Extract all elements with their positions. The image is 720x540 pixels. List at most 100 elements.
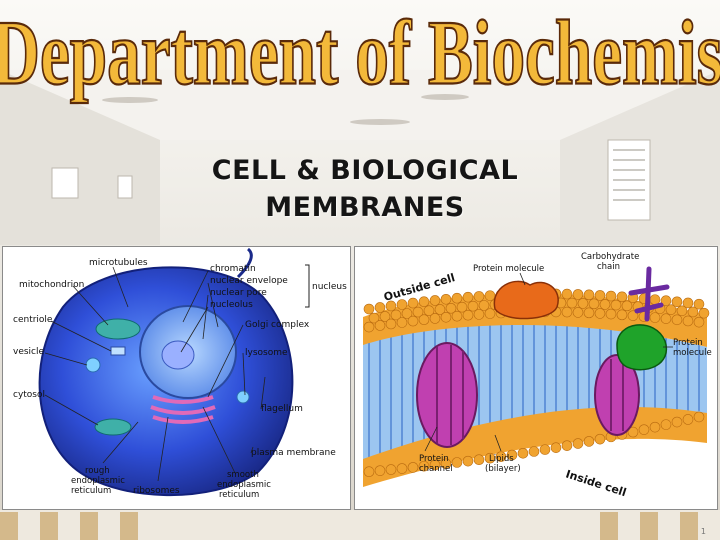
lipid-head bbox=[451, 292, 463, 304]
label-lipids-1: Lipids bbox=[489, 454, 514, 464]
lipid-head bbox=[484, 290, 496, 301]
label-chromatin: chromatin bbox=[210, 264, 256, 274]
lipid-head bbox=[676, 305, 688, 317]
lipid-head bbox=[363, 466, 375, 477]
lipid-head bbox=[566, 297, 578, 309]
label-golgi: Golgi complex bbox=[245, 320, 310, 330]
subtitle-line-1: CELL & BIOLOGICAL bbox=[211, 155, 519, 186]
lipid-head bbox=[440, 458, 452, 470]
label-inside-cell: Inside cell bbox=[564, 467, 628, 499]
lipid-head bbox=[451, 457, 463, 468]
protein-channel-shape bbox=[416, 342, 478, 448]
label-smooth-er-2: endoplasmic bbox=[217, 480, 271, 490]
lipid-head bbox=[539, 444, 551, 455]
lipid-head bbox=[693, 411, 705, 423]
lipid-head bbox=[445, 302, 457, 314]
lipid-head bbox=[385, 464, 397, 475]
membrane-diagram-panel: Protein molecule Carbohydrate chain Outs… bbox=[354, 246, 718, 510]
lipid-head bbox=[594, 433, 606, 445]
lipid-head bbox=[572, 307, 584, 318]
label-carbohydrate-1: Carbohydrate bbox=[581, 252, 639, 262]
lipid-head bbox=[363, 321, 375, 333]
lipid-head bbox=[605, 308, 617, 320]
lipid-head bbox=[418, 314, 430, 326]
lipid-head bbox=[396, 299, 408, 310]
lipid-head bbox=[616, 291, 628, 303]
label-lipids-2: (bilayer) bbox=[485, 464, 521, 474]
lipid-head bbox=[418, 296, 430, 308]
lipid-head bbox=[418, 460, 430, 472]
lipid-head bbox=[385, 300, 397, 312]
leader-lines bbox=[44, 266, 266, 482]
carbohydrate-chain-shape bbox=[628, 266, 670, 322]
lipid-head bbox=[671, 296, 683, 308]
lipid-head bbox=[649, 421, 661, 433]
lipid-head bbox=[588, 298, 600, 310]
lipid-head bbox=[423, 305, 435, 317]
label-mitochondrion: mitochondrion bbox=[19, 280, 84, 290]
lipid-head bbox=[616, 309, 628, 321]
label-lysosome: lysosome bbox=[245, 348, 288, 358]
label-smooth-er-3: reticulum bbox=[219, 490, 259, 500]
lipid-head bbox=[429, 313, 441, 324]
lipid-head bbox=[671, 416, 683, 428]
lipid-head bbox=[687, 306, 699, 318]
lipid-head bbox=[594, 308, 606, 319]
label-nuclear-envelope: nuclear envelope bbox=[210, 276, 288, 286]
centriole-shape bbox=[110, 346, 126, 356]
title-wordart: Department of Biochemistry bbox=[0, 1, 720, 105]
label-protein-molecule-right-1: Protein bbox=[673, 338, 703, 348]
lipid-head bbox=[682, 414, 694, 425]
subtitle-line-2: MEMBRANES bbox=[265, 192, 465, 223]
lipid-head bbox=[594, 290, 606, 301]
flagellum-shape bbox=[236, 247, 253, 279]
lysosome-shape bbox=[236, 390, 250, 404]
label-protein-channel-1: Protein bbox=[419, 454, 449, 464]
lipid-head bbox=[495, 451, 507, 462]
label-vesicle: vesicle bbox=[13, 347, 45, 357]
lipid-head bbox=[401, 308, 413, 319]
lipid-head bbox=[638, 424, 650, 435]
cell-diagram-panel: microtubules mitochondrion centriole ves… bbox=[2, 246, 351, 510]
mitochondrion-shape-2 bbox=[94, 418, 132, 436]
lipid-head bbox=[385, 318, 397, 330]
lipid-head bbox=[462, 309, 474, 321]
lipid-head bbox=[374, 465, 386, 476]
lipid-head bbox=[429, 295, 441, 306]
membrane-leader-lines bbox=[424, 272, 673, 452]
lipid-head bbox=[478, 300, 490, 311]
lipid-head bbox=[605, 290, 617, 302]
nucleus-bracket bbox=[305, 264, 310, 308]
lipid-head bbox=[396, 317, 408, 328]
lipid-head bbox=[682, 297, 694, 309]
lipid-head bbox=[561, 288, 573, 300]
lipid-head bbox=[374, 320, 386, 331]
lipid-head bbox=[583, 436, 595, 447]
lipid-head bbox=[517, 447, 529, 459]
lipid-head bbox=[407, 462, 419, 473]
lipid-head bbox=[363, 303, 375, 315]
label-nuclear-pore: nuclear pore bbox=[210, 288, 267, 298]
lipid-head bbox=[396, 463, 408, 474]
lipid-head bbox=[374, 302, 386, 313]
lipid-head bbox=[693, 316, 705, 328]
mitochondrion-shape bbox=[95, 318, 141, 340]
lipid-head bbox=[577, 298, 589, 309]
label-protein-channel-2: channel bbox=[419, 464, 453, 474]
protein-channel-shape-2 bbox=[594, 354, 640, 436]
lipid-head bbox=[506, 449, 518, 461]
label-protein-molecule-right-2: molecule bbox=[673, 348, 712, 358]
department-title: Department of Biochemistry bbox=[0, 2, 720, 104]
lipid-head bbox=[665, 304, 677, 315]
lipid-head bbox=[473, 454, 485, 466]
lipid-head bbox=[550, 442, 562, 453]
lipid-head bbox=[412, 306, 424, 318]
lipid-head bbox=[429, 459, 441, 471]
lipid-head bbox=[599, 299, 611, 310]
lipid-head bbox=[462, 455, 474, 467]
label-microtubules: microtubules bbox=[89, 258, 148, 268]
label-rough-er-2: endoplasmic bbox=[71, 476, 125, 486]
lipid-head bbox=[583, 307, 595, 319]
lipid-head bbox=[407, 297, 419, 309]
